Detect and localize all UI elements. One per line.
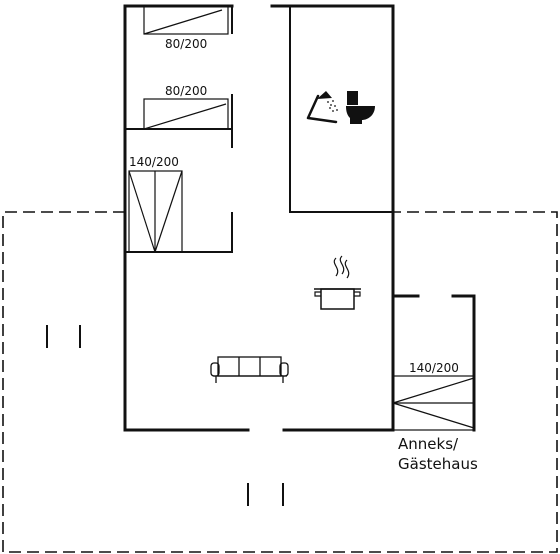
annex-bed: 140/200 [392,361,475,431]
bed-1-label: 80/200 [165,37,207,51]
cooking-pot-icon [314,255,361,310]
bed-2-label: 80/200 [165,84,207,98]
bed-1: 80/200 [143,5,229,51]
annex-label-line1: Anneks/ [398,435,459,453]
annex-label-line2: Gästehaus [398,455,478,473]
terrace-outline [2,211,558,553]
sofa-icon [210,356,289,383]
toilet-icon [346,91,375,124]
bed-3: 140/200 [128,155,183,253]
annex-bed-label: 140/200 [409,361,459,375]
bed-2: 80/200 [143,84,229,130]
shower-icon [306,91,338,124]
bed-3-label: 140/200 [129,155,179,169]
door-markers [46,325,284,506]
